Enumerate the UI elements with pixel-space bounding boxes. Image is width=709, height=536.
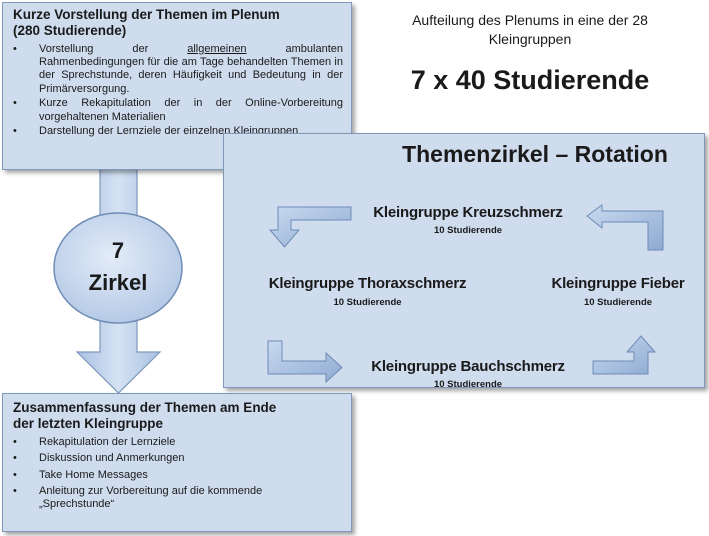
summary-box: Zusammenfassung der Themen am Ende der l… <box>2 393 352 532</box>
summary-title-line1: Zusammenfassung der Themen am Ende <box>13 400 277 415</box>
list-item: Vorstellung der allgemeinen ambulanten R… <box>13 43 343 96</box>
arrow-top-right-icon <box>586 204 664 251</box>
arrow-top-left-icon <box>268 206 352 248</box>
arrow-bottom-right-icon <box>592 335 657 375</box>
arrow-bottom-left-icon <box>267 340 343 384</box>
group-bauchschmerz-name: Kleingruppe Bauchschmerz <box>371 358 565 375</box>
circle-label: Zirkel <box>88 270 148 295</box>
group-kreuzschmerz-name: Kleingruppe Kreuzschmerz <box>373 204 563 221</box>
list-item: Take Home Messages <box>13 469 343 483</box>
list-item: Rekapitulation der Lernziele <box>13 436 343 450</box>
group-bauchschmerz-count: 10 Studierende <box>433 379 503 390</box>
group-kreuzschmerz-count: 10 Studierende <box>433 225 503 236</box>
circle-number: 7 <box>111 238 125 263</box>
summary-list: Rekapitulation der Lernziele Diskussion … <box>13 436 343 511</box>
list-item: Anleitung zur Vorbereitung auf die komme… <box>13 485 343 512</box>
group-fieber-name: Kleingruppe Fieber <box>551 275 685 292</box>
group-thoraxschmerz-count: 10 Studierende <box>333 297 402 308</box>
plenum-subtitle: (280 Studierende) <box>13 23 127 38</box>
group-fieber-count: 10 Studierende <box>583 297 653 308</box>
zirkel-circle <box>53 212 183 324</box>
plenum-title: Kurze Vorstellung der Themen im Plenum <box>13 7 280 22</box>
division-headline: 7 x 40 Studierende <box>410 65 650 95</box>
plenum-box: Kurze Vorstellung der Themen im Plenum (… <box>2 2 352 170</box>
division-text-line1: Aufteilung des Plenums in eine der 28 <box>412 12 648 28</box>
summary-title-line2: der letzten Kleingruppe <box>13 416 164 431</box>
list-item: Diskussion und Anmerkungen <box>13 452 343 466</box>
division-text-line2: Kleingruppen <box>488 31 572 47</box>
rotation-title: Themenzirkel – Rotation <box>402 141 668 167</box>
rotation-box <box>223 133 705 388</box>
list-item: Kurze Rekapitulation der in der Online-V… <box>13 97 343 123</box>
group-thoraxschmerz-name: Kleingruppe Thoraxschmerz <box>268 275 467 292</box>
